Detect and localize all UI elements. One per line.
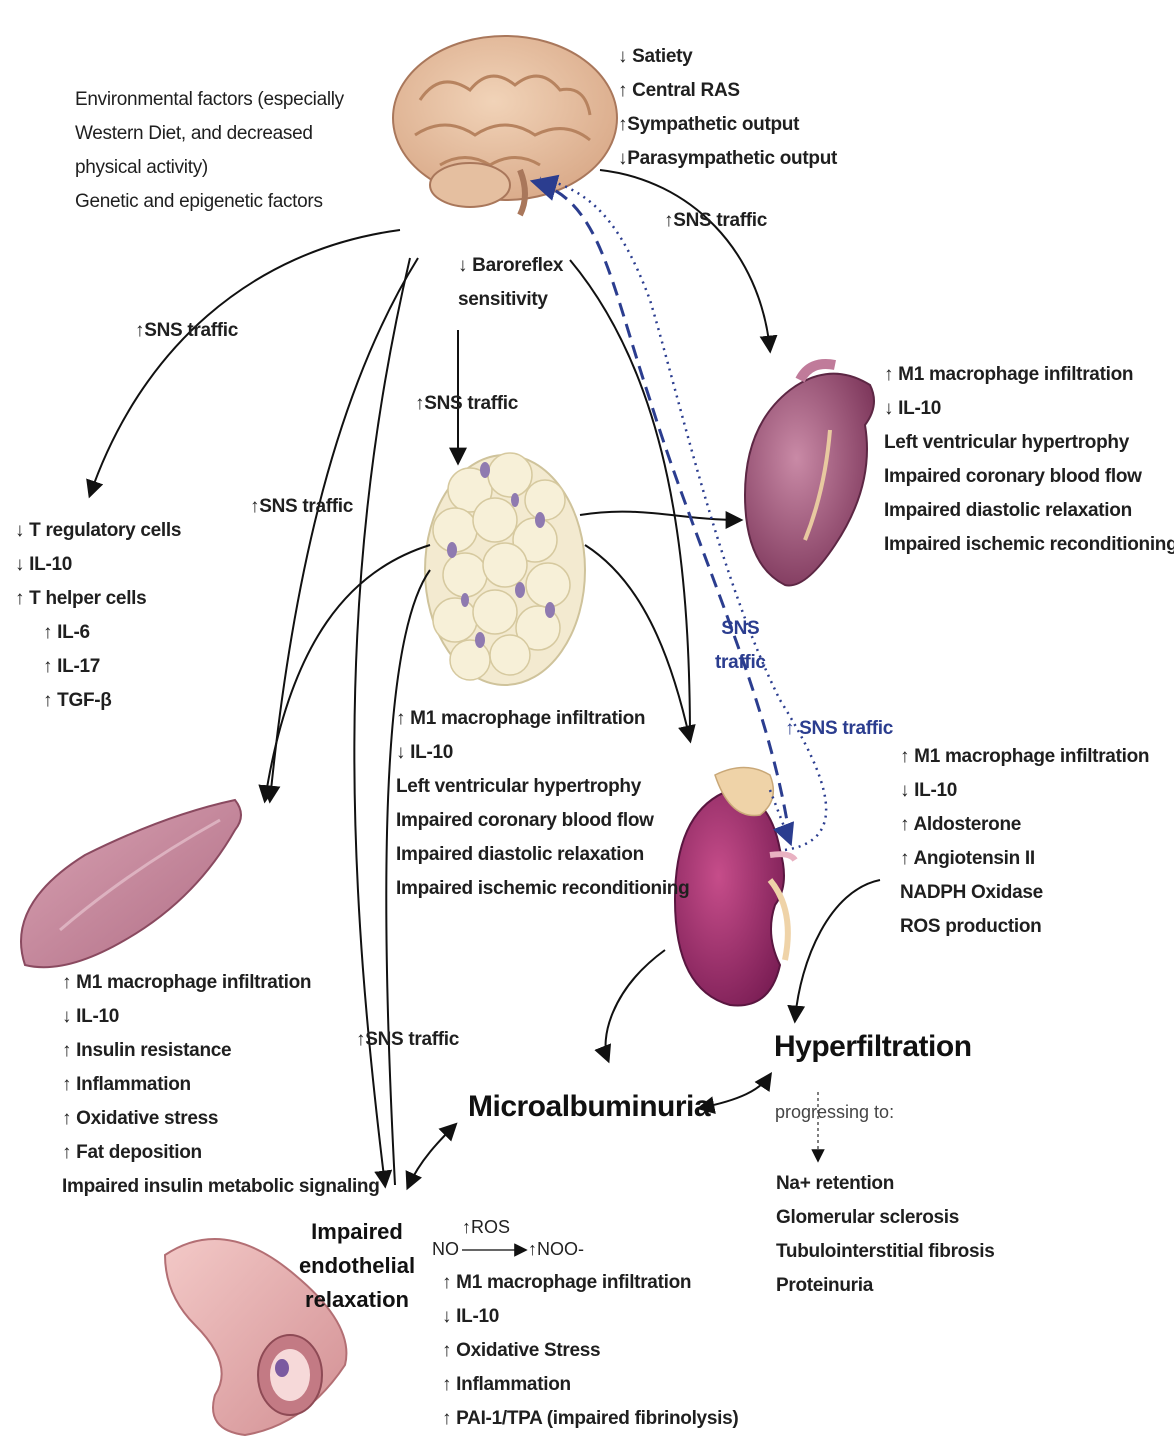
risk-factor: Environmental factors (especially [75, 83, 344, 117]
muscle-effects-list: ↑ M1 macrophage infiltration ↓ IL-10 ↑ I… [62, 966, 380, 1204]
kidney-outcome: Glomerular sclerosis [776, 1201, 995, 1235]
adipose-effects-list: ↑ M1 macrophage infiltration ↓ IL-10 Lef… [396, 702, 689, 906]
adipose-effect: Impaired ischemic reconditioning [396, 872, 689, 906]
endothelial-line: relaxation [298, 1283, 416, 1317]
arrow-endothelial-microalbuminuria [408, 1125, 455, 1187]
no-label: NO [432, 1239, 459, 1260]
heart-effect: ↓ IL-10 [884, 392, 1174, 426]
brain-effects-list: ↓ Satiety ↑ Central RAS ↑Sympathetic out… [618, 40, 837, 176]
kidney-effect: ↑ Angiotensin II [900, 842, 1149, 876]
ros-label: ↑ROS [462, 1217, 510, 1238]
muscle-effect: Impaired insulin metabolic signaling [62, 1170, 380, 1204]
baroreflex-line: ↓ Baroreflex [458, 250, 563, 284]
brain-effect: ↓ Satiety [618, 40, 837, 74]
heart-illustration [745, 364, 874, 586]
baroreflex-label: ↓ Baroreflex sensitivity [458, 250, 563, 318]
sns-blue-label: SNS traffic [715, 612, 766, 680]
arrow-brain-to-heart [600, 170, 770, 350]
sns-blue-line: SNS [715, 612, 766, 646]
muscle-effect: ↑ Fat deposition [62, 1136, 380, 1170]
brain-effect: ↑ Central RAS [618, 74, 837, 108]
kidney-effect: NADPH Oxidase [900, 876, 1149, 910]
adipose-effect: Impaired coronary blood flow [396, 804, 689, 838]
microalbuminuria-label: Microalbuminuria [468, 1090, 710, 1124]
heart-effects-list: ↑ M1 macrophage infiltration ↓ IL-10 Lef… [884, 358, 1174, 562]
baroreflex-line: sensitivity [458, 284, 563, 318]
muscle-effect: ↑ Oxidative stress [62, 1102, 380, 1136]
adipose-effect: ↓ IL-10 [396, 736, 689, 770]
kidney-effects-list: ↑ M1 macrophage infiltration ↓ IL-10 ↑ A… [900, 740, 1149, 944]
vessel-effect: ↑ Oxidative Stress [442, 1334, 738, 1368]
muscle-effect: ↑ Insulin resistance [62, 1034, 380, 1068]
immune-effects-list: ↓ T regulatory cells ↓ IL-10 ↑ T helper … [15, 514, 181, 718]
brain-effect: ↑Sympathetic output [618, 108, 837, 142]
immune-effect: ↓ T regulatory cells [15, 514, 181, 548]
brain-effect: ↓Parasympathetic output [618, 142, 837, 176]
progressing-label: progressing to: [775, 1102, 894, 1123]
heart-effect: Impaired diastolic relaxation [884, 494, 1174, 528]
endothelial-label: Impaired endothelial relaxation [298, 1215, 416, 1317]
noo-label: ↑NOO- [528, 1239, 584, 1260]
heart-effect: Impaired coronary blood flow [884, 460, 1174, 494]
vessel-effect: ↑ M1 macrophage infiltration [442, 1266, 738, 1300]
kidney-effect: ↓ IL-10 [900, 774, 1149, 808]
kidney-effect: ↑ M1 macrophage infiltration [900, 740, 1149, 774]
immune-effect: ↓ IL-10 [15, 548, 181, 582]
adipose-effect: ↑ M1 macrophage infiltration [396, 702, 689, 736]
kidney-outcome: Proteinuria [776, 1269, 995, 1303]
kidney-effect: ↑ Aldosterone [900, 808, 1149, 842]
muscle-effect: ↑ M1 macrophage infiltration [62, 966, 380, 1000]
immune-effect: ↑ IL-17 [15, 650, 181, 684]
muscle-effect: ↓ IL-10 [62, 1000, 380, 1034]
sns-label-brain-heart: ↑SNS traffic [664, 210, 767, 232]
immune-effect: ↑ IL-6 [15, 616, 181, 650]
immune-effect: ↑ T helper cells [15, 582, 181, 616]
arrow-kidney-to-hyperfiltration [795, 880, 880, 1020]
sns-label-muscle: ↑SNS traffic [250, 496, 353, 518]
vessel-effects-list: ↑ M1 macrophage infiltration ↓ IL-10 ↑ O… [442, 1266, 738, 1436]
sns-label-immune: ↑SNS traffic [135, 320, 238, 342]
kidney-outcomes-list: Na+ retention Glomerular sclerosis Tubul… [776, 1167, 995, 1303]
kidney-effect: ROS production [900, 910, 1149, 944]
heart-effect: ↑ M1 macrophage infiltration [884, 358, 1174, 392]
muscle-effect: ↑ Inflammation [62, 1068, 380, 1102]
adipose-tissue-illustration [425, 453, 585, 685]
risk-factor: physical activity) [75, 151, 344, 185]
immune-effect: ↑ TGF-β [15, 684, 181, 718]
adipose-effect: Left ventricular hypertrophy [396, 770, 689, 804]
kidney-outcome: Tubulointerstitial fibrosis [776, 1235, 995, 1269]
muscle-illustration [21, 800, 241, 967]
heart-effect: Left ventricular hypertrophy [884, 426, 1174, 460]
arrow-brain-to-immune [90, 230, 400, 495]
brain-illustration [393, 36, 617, 215]
vessel-effect: ↑ PAI-1/TPA (impaired fibrinolysis) [442, 1402, 738, 1436]
heart-effect: Impaired ischemic reconditioning [884, 528, 1174, 562]
risk-factor: Western Diet, and decreased [75, 117, 344, 151]
hyperfiltration-label: Hyperfiltration [774, 1030, 972, 1064]
vessel-effect: ↑ Inflammation [442, 1368, 738, 1402]
kidney-illustration [675, 768, 795, 1006]
risk-factor: Genetic and epigenetic factors [75, 185, 344, 219]
vessel-effect: ↓ IL-10 [442, 1300, 738, 1334]
kidney-outcome: Na+ retention [776, 1167, 995, 1201]
endothelial-line: endothelial [298, 1249, 416, 1283]
arrow-microalbuminuria-hyperfiltration [700, 1075, 770, 1108]
sns-blue-label-kidney: ↑ SNS traffic [785, 718, 893, 740]
arrow-adipose-to-heart [580, 512, 740, 520]
risk-factors-list: Environmental factors (especially Wester… [75, 83, 344, 219]
adipose-effect: Impaired diastolic relaxation [396, 838, 689, 872]
sns-label-adipose: ↑SNS traffic [415, 393, 518, 415]
arrow-kidney-to-microalbuminuria [606, 950, 665, 1060]
endothelial-line: Impaired [298, 1215, 416, 1249]
sns-blue-line: traffic [715, 646, 766, 680]
